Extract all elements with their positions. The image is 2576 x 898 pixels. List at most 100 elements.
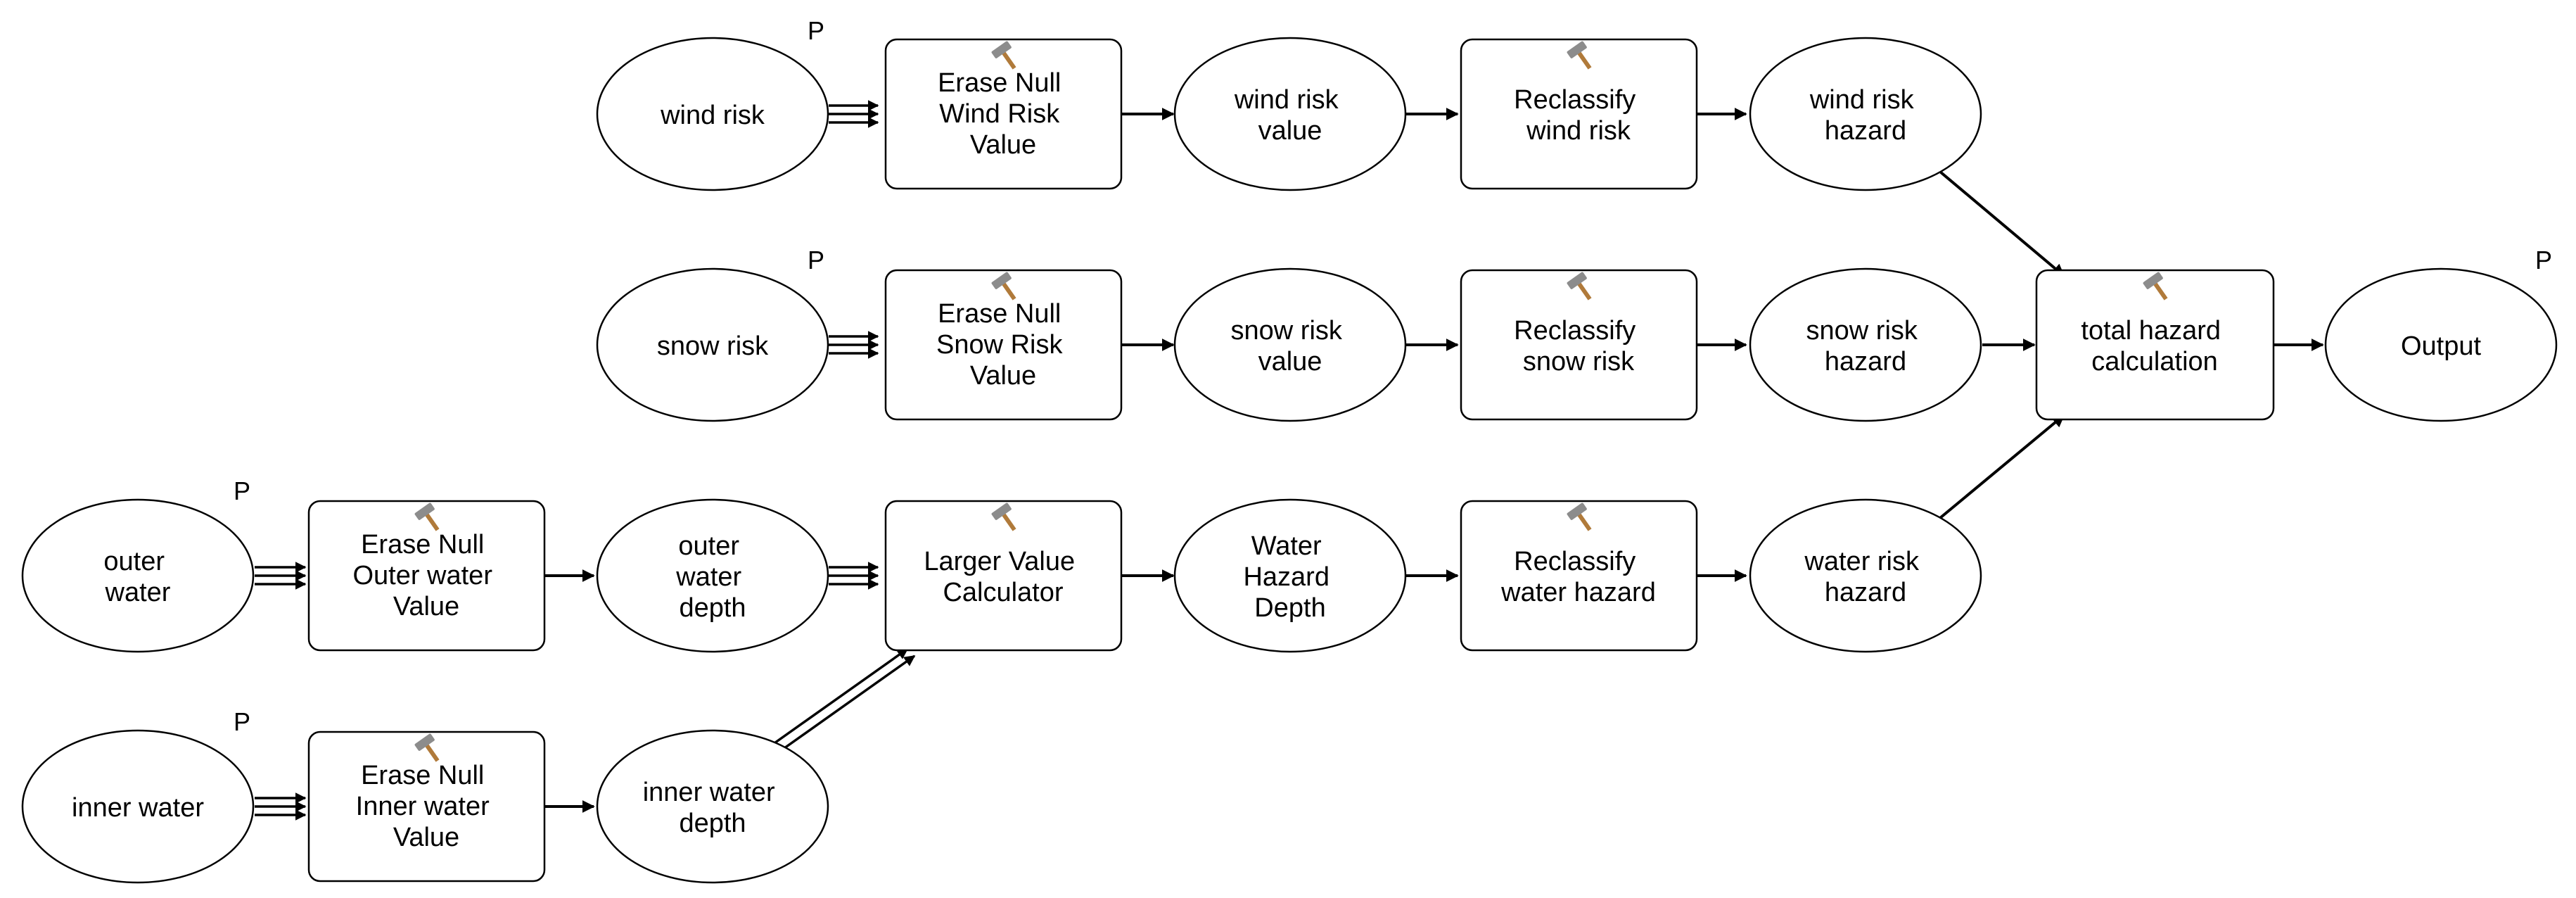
edge-outer-water-to-erase-null-outer bbox=[255, 562, 307, 590]
parameter-marker: P bbox=[2535, 246, 2552, 274]
node-label: total hazard bbox=[2081, 316, 2221, 346]
node-label: Value bbox=[393, 823, 459, 852]
node-label: value bbox=[1258, 116, 1322, 146]
node-label: inner water bbox=[72, 793, 204, 823]
node-label: Larger Value bbox=[924, 547, 1075, 576]
svg-text:Larger Value Calculator: Larger Value Calculator bbox=[924, 547, 1082, 607]
node-label: snow risk bbox=[657, 331, 769, 361]
node-label: depth bbox=[679, 593, 746, 623]
parameter-marker: P bbox=[808, 246, 824, 274]
edge-water-hazard-to-total bbox=[1939, 414, 2065, 519]
node-label: snow risk bbox=[1231, 316, 1343, 346]
node-reclassify-snow[interactable]: Reclassify snow risk bbox=[1460, 269, 1698, 421]
svg-text:Reclassify wind risk: Reclassify wind risk bbox=[1514, 85, 1643, 146]
node-label: hazard bbox=[1825, 578, 1906, 607]
node-inner-water[interactable]: inner water bbox=[21, 729, 255, 884]
node-label: inner water bbox=[643, 778, 775, 807]
svg-text:wind risk: wind risk bbox=[660, 101, 765, 130]
node-label: Inner water bbox=[356, 792, 490, 821]
svg-text:total hazard calculation: total hazard calculation bbox=[2081, 316, 2228, 377]
svg-text:wind risk hazard: wind risk hazard bbox=[1809, 85, 1921, 146]
svg-text:snow risk: snow risk bbox=[657, 331, 769, 361]
node-label: wind risk bbox=[1234, 85, 1339, 115]
svg-text:outer water depth: outer water depth bbox=[675, 531, 748, 623]
node-label: Reclassify bbox=[1514, 85, 1635, 115]
svg-text:Erase Null Snow Risk: Erase Null Snow Risk Value bbox=[936, 299, 1070, 391]
node-label: Snow Risk bbox=[936, 330, 1063, 360]
node-reclassify-water[interactable]: Reclassify water hazard bbox=[1460, 500, 1698, 652]
node-total-hazard-calculation[interactable]: total hazard calculation bbox=[2035, 269, 2275, 421]
svg-text:inner water depth: inner water depth bbox=[643, 778, 783, 838]
edge-wind-hazard-to-total bbox=[1939, 170, 2065, 277]
svg-text:inner water: inner water bbox=[72, 793, 204, 823]
node-label: Erase Null bbox=[361, 761, 484, 790]
edge-outer-depth-to-larger-value bbox=[829, 562, 879, 590]
edge-wind-risk-to-erase-null-wind bbox=[829, 100, 879, 128]
node-label: hazard bbox=[1825, 347, 1906, 377]
node-label: snow risk bbox=[1806, 316, 1918, 346]
parameter-marker: P bbox=[808, 16, 824, 45]
svg-text:Erase Null Outer water: Erase Null Outer water Value bbox=[352, 530, 499, 621]
node-label: outer bbox=[103, 547, 165, 576]
node-label: Value bbox=[970, 361, 1036, 391]
node-label: calculation bbox=[2091, 347, 2218, 377]
node-label: Depth bbox=[1254, 593, 1325, 623]
svg-text:outer water: outer water bbox=[103, 547, 172, 607]
node-label: Erase Null bbox=[938, 299, 1061, 329]
node-label: water hazard bbox=[1500, 578, 1656, 607]
node-label: hazard bbox=[1825, 116, 1906, 146]
node-outer-water[interactable]: outer water bbox=[21, 498, 255, 653]
node-inner-water-depth[interactable]: inner water depth bbox=[596, 729, 829, 884]
node-wind-risk-hazard[interactable]: wind risk hazard bbox=[1749, 37, 1982, 191]
svg-text:Output: Output bbox=[2401, 331, 2482, 361]
node-label: value bbox=[1258, 347, 1322, 377]
node-label: wind risk bbox=[1526, 116, 1631, 146]
node-label: Erase Null bbox=[361, 530, 484, 559]
node-label: Hazard bbox=[1243, 562, 1330, 592]
node-snow-risk[interactable]: snow risk bbox=[596, 267, 829, 422]
node-label: water risk bbox=[1804, 547, 1920, 576]
svg-text:water risk hazard: water risk hazard bbox=[1804, 547, 1926, 607]
svg-text:Erase Null Wind Risk: Erase Null Wind Risk Value bbox=[938, 68, 1069, 160]
svg-text:Erase Null Inner water: Erase Null Inner water Value bbox=[356, 761, 497, 852]
node-label: Value bbox=[393, 592, 459, 621]
edge-inner-depth-to-larger-value bbox=[771, 647, 916, 753]
node-label: depth bbox=[679, 809, 746, 838]
node-erase-null-outer[interactable]: Erase Null Outer water Value bbox=[307, 500, 546, 652]
node-label: wind risk bbox=[660, 101, 765, 130]
svg-text:Reclassify snow risk: Reclassify snow risk bbox=[1514, 316, 1643, 377]
node-water-hazard-depth[interactable]: Water Hazard Depth bbox=[1173, 498, 1407, 653]
node-label: Output bbox=[2401, 331, 2482, 361]
node-outer-water-depth[interactable]: outer water depth bbox=[596, 498, 829, 653]
svg-text:Reclassify water hazard: Reclassify water hazard bbox=[1500, 547, 1656, 607]
parameter-marker: P bbox=[234, 476, 250, 505]
node-wind-risk[interactable]: wind risk bbox=[596, 37, 829, 191]
node-snow-risk-value[interactable]: snow risk value bbox=[1173, 267, 1407, 422]
node-label: water bbox=[105, 578, 171, 607]
node-label: Water bbox=[1251, 531, 1322, 561]
node-label: Reclassify bbox=[1514, 316, 1635, 346]
node-wind-risk-value[interactable]: wind risk value bbox=[1173, 37, 1407, 191]
edge-inner-water-to-erase-null-inner bbox=[255, 792, 307, 821]
node-label: water bbox=[675, 562, 741, 592]
node-label: Outer water bbox=[352, 561, 492, 590]
parameter-marker: P bbox=[234, 707, 250, 736]
node-water-risk-hazard[interactable]: water risk hazard bbox=[1749, 498, 1982, 653]
node-reclassify-wind[interactable]: Reclassify wind risk bbox=[1460, 38, 1698, 190]
node-erase-null-wind[interactable]: Erase Null Wind Risk Value bbox=[884, 38, 1123, 190]
node-label: Calculator bbox=[943, 578, 1063, 607]
node-label: Wind Risk bbox=[939, 99, 1060, 129]
node-label: wind risk bbox=[1809, 85, 1915, 115]
svg-text:snow risk hazard: snow risk hazard bbox=[1806, 316, 1925, 377]
node-erase-null-inner[interactable]: Erase Null Inner water Value bbox=[307, 731, 546, 883]
node-larger-value-calculator[interactable]: Larger Value Calculator bbox=[884, 500, 1123, 652]
node-label: Reclassify bbox=[1514, 547, 1635, 576]
node-erase-null-snow[interactable]: Erase Null Snow Risk Value bbox=[884, 269, 1123, 421]
node-snow-risk-hazard[interactable]: snow risk hazard bbox=[1749, 267, 1982, 422]
node-output[interactable]: Output bbox=[2324, 267, 2558, 422]
node-label: Erase Null bbox=[938, 68, 1061, 98]
node-label: snow risk bbox=[1523, 347, 1635, 377]
svg-text:snow risk value: snow risk value bbox=[1231, 316, 1350, 377]
edge-snow-risk-to-erase-null-snow bbox=[829, 331, 879, 359]
